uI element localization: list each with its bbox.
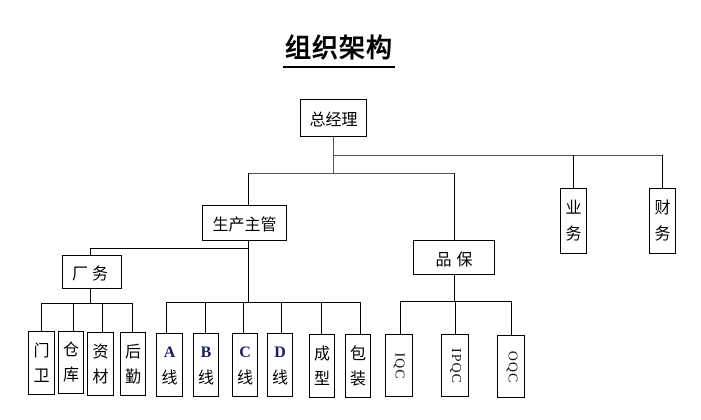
node-packaging: 包 装 [345,334,371,398]
node-iqc: IQC [385,334,413,397]
connector-line [41,303,42,331]
node-label-char: 包 [349,343,366,363]
node-label-char: D [274,343,286,361]
connector-line [166,302,360,303]
node-business: 业 务 [560,188,587,254]
connector-line [321,302,322,334]
connector-line [41,303,132,304]
connector-line [243,302,244,333]
node-line-c: C 线 [232,333,258,397]
node-label: 生产主管 [212,215,277,234]
node-warehouse: 仓 库 [58,331,84,394]
connector-line [166,302,167,333]
connector-line [511,301,512,335]
node-label: OQC [504,350,519,383]
node-finance: 财 务 [649,188,676,254]
connector-line [90,248,248,249]
node-quality-assurance: 品 保 [413,240,495,275]
node-label-char: B [200,343,212,361]
node-label-char: 财 [654,198,671,217]
node-gate-guard: 门 卫 [28,331,55,395]
connector-line [454,173,455,240]
connector-line [333,155,663,156]
connector-line [90,288,91,303]
node-label-char: 材 [92,366,109,386]
connector-line [102,303,103,332]
node-label-char: 装 [349,368,366,388]
connector-line [360,302,361,334]
node-label-char: 务 [565,224,582,243]
node-label-char: 线 [271,367,288,387]
connector-line [573,155,574,188]
node-label-char: A [163,343,176,361]
chart-title: 组织架构 [283,33,395,68]
node-label-char: 后 [124,341,141,361]
node-label: IQC [392,351,407,380]
node-molding: 成 型 [309,334,335,398]
node-label-char: 型 [313,368,330,388]
node-line-a: A 线 [156,333,183,397]
node-label-char: 资 [92,341,109,361]
node-line-b: B 线 [193,333,219,397]
connector-line [248,173,455,174]
node-label-char: 线 [161,367,178,387]
node-production-manager: 生产主管 [202,205,287,241]
connector-line [248,173,249,205]
node-label-char: 勤 [124,366,141,386]
node-label: 厂务 [71,264,112,283]
connector-line [662,155,663,188]
node-materials: 资 材 [87,332,114,396]
node-general-manager: 总经理 [300,99,367,137]
connector-line [248,240,249,302]
connector-line [454,274,455,302]
node-plant-affairs: 厂务 [62,255,122,289]
node-label-char: C [239,343,251,361]
node-label-char: 卫 [33,365,50,385]
node-label-char: 门 [33,340,50,360]
node-oqc: OQC [497,335,525,398]
node-label-char: 线 [197,367,214,387]
node-label-char: 线 [236,367,253,387]
node-label: 品 保 [435,249,473,269]
node-ipqc: IPQC [441,334,469,397]
node-line-d: D 线 [267,333,293,397]
node-label-char: 业 [565,198,582,217]
connector-line [132,303,133,332]
connector-line [281,302,282,333]
node-label-char: 务 [654,224,671,243]
connector-line [73,303,74,331]
node-label-char: 库 [62,364,79,384]
connector-line [205,302,206,333]
connector-line [400,301,401,334]
node-logistics: 后 勤 [120,332,146,396]
node-label: IPQC [448,347,463,384]
node-label-char: 仓 [62,340,79,360]
node-label: 总经理 [309,110,358,129]
connector-line [455,301,456,334]
node-label-char: 成 [313,343,330,363]
connector-line [90,248,91,255]
